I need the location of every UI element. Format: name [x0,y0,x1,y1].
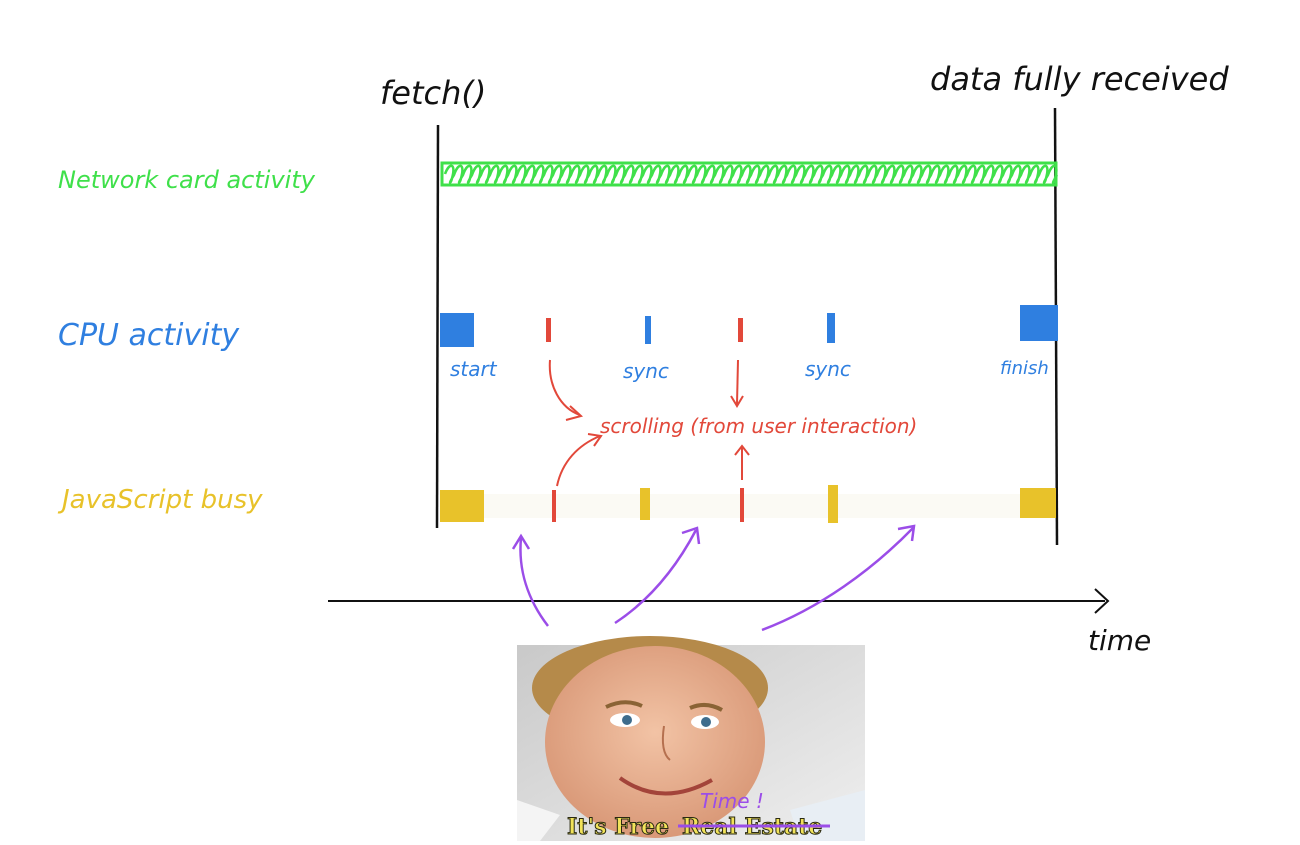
js-scroll-mark-1 [552,490,556,522]
fetch-boundary-line [435,124,440,529]
meme-caption-replacement: Time ! [700,789,764,813]
js-row-track [484,494,1020,518]
network-row-label: Network card activity [58,166,316,194]
meme-caption-free: It's Free [567,814,669,840]
fetch-label: fetch() [380,74,486,112]
cpu-row-label: CPU activity [58,318,240,353]
js-start-block [440,490,484,522]
js-sync-mark-2 [828,485,838,523]
cpu-sync-label-1: sync [623,359,669,383]
cpu-start-block [440,313,474,347]
scrolling-note: scrolling (from user interaction) [600,414,917,438]
cpu-scroll-mark-1 [546,318,551,342]
cpu-sync-mark-1 [645,316,651,344]
js-sync-mark-1 [640,488,650,520]
cpu-sync-label-2: sync [805,357,851,381]
js-scroll-mark-2 [740,488,744,522]
time-axis-arrowhead [1094,588,1110,614]
js-row-label: JavaScript busy [57,485,263,515]
cpu-finish-block [1020,305,1058,341]
cpu-sync-mark-2 [827,313,835,343]
cpu-start-label: start [450,357,498,381]
cpu-finish-label: finish [1000,358,1049,379]
cpu-scroll-mark-2 [738,318,743,342]
time-axis-label: time [1088,624,1151,657]
network-activity-band [440,161,1059,187]
scroll-arrows [548,359,750,487]
meme-image: It's Free Real Estate Time ! [517,636,865,841]
free-time-arrows [511,524,916,632]
js-finish-block [1020,488,1056,518]
data-received-label: data fully received [930,60,1229,98]
